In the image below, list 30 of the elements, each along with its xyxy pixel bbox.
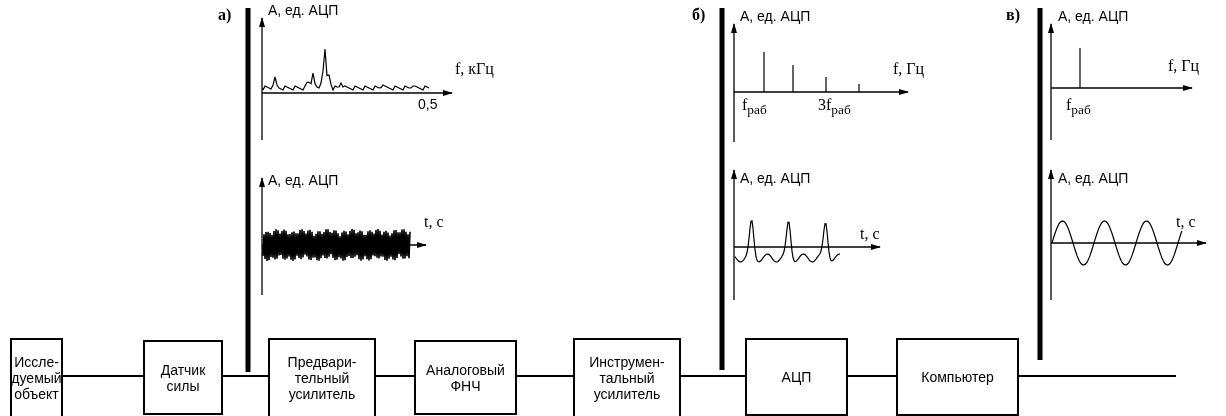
panel-label: а) bbox=[218, 6, 232, 24]
process-box: Иссле-дуемый объект bbox=[10, 338, 63, 416]
axis-label: А, ед. АЦП bbox=[740, 8, 811, 24]
process-box: Предвари-тельный усилитель bbox=[268, 338, 376, 416]
connector-line bbox=[62, 375, 144, 377]
process-box: Компьютер bbox=[896, 338, 1019, 416]
connector-line bbox=[375, 375, 415, 377]
axis-label: А, ед. АЦП bbox=[1058, 8, 1129, 24]
connector-line bbox=[222, 375, 269, 377]
connector-line bbox=[1018, 375, 1177, 377]
process-box: АЦП bbox=[745, 338, 848, 416]
axis-label: А, ед. АЦП bbox=[1058, 170, 1129, 186]
process-box: Аналоговый ФНЧ bbox=[414, 340, 517, 415]
axis-label: f, кГц bbox=[455, 60, 494, 78]
tick-label: 3f$_{раб}$ bbox=[818, 96, 851, 119]
process-box: Инструмен-тальный усилитель bbox=[573, 338, 681, 416]
tick-label: 0,5 bbox=[418, 96, 438, 112]
axis-label: f, Гц bbox=[893, 60, 925, 78]
tick-label: f$_{раб}$ bbox=[742, 96, 767, 119]
panel-label: в) bbox=[1006, 6, 1020, 24]
axis-label: А, ед. АЦП bbox=[268, 172, 339, 188]
axis-label: А, ед. АЦП bbox=[740, 170, 811, 186]
process-box: Датчик силы bbox=[143, 340, 223, 415]
axis-label: f, Гц bbox=[1168, 57, 1200, 75]
connector-line bbox=[847, 375, 897, 377]
panel-label: б) bbox=[692, 6, 706, 24]
connector-line bbox=[516, 375, 574, 377]
connector-line bbox=[680, 375, 746, 377]
tick-label: f$_{раб}$ bbox=[1066, 96, 1091, 119]
axis-label: А, ед. АЦП bbox=[268, 2, 339, 18]
